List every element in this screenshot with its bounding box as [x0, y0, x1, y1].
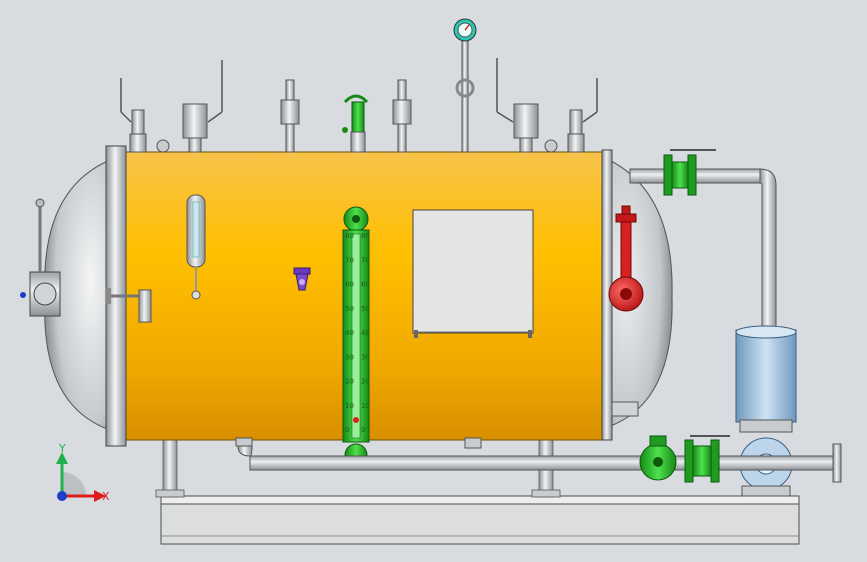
level-gauge-tick-left: 70	[345, 256, 354, 264]
axis-triad: Y X	[56, 442, 110, 503]
level-gauge-tick-left: 10	[345, 402, 354, 410]
purple-drain-valve	[293, 267, 311, 291]
level-gauge-tick-left: 0	[345, 426, 349, 434]
level-gauge-tick-left: 50	[345, 305, 354, 313]
top-nozzles	[120, 18, 598, 153]
level-gauge-tick-right: 10	[361, 402, 370, 410]
top-flange-valve	[663, 149, 716, 196]
level-gauge-tick-right: 20	[361, 378, 370, 386]
level-gauge-tick-left: 30	[345, 353, 354, 361]
bottom-flange-valve	[684, 435, 730, 483]
level-gauge-tick-left: 60	[345, 281, 354, 289]
level-gauge-tick-right: 40	[361, 329, 370, 337]
level-gauge-tick-right: 30	[361, 353, 370, 361]
level-gauge: 0 10 20 30 40 50 60 70 80 0 10 20 30 40 50 60 70 80	[342, 206, 370, 467]
right-support-bracket	[611, 401, 639, 417]
bottom-check-valve	[639, 435, 677, 481]
level-gauge-tick-left: 20	[345, 378, 354, 386]
access-panel	[412, 209, 534, 334]
circulation-pump	[735, 325, 797, 497]
level-gauge-tick-left: 40	[345, 329, 354, 337]
level-gauge-tick-right: 60	[361, 281, 370, 289]
door-lock-mechanism	[20, 198, 61, 317]
axis-y-label: Y	[58, 442, 66, 455]
red-safety-valve	[608, 205, 644, 312]
return-pipe	[629, 149, 777, 341]
axis-x-label: X	[102, 490, 110, 503]
door-handle	[106, 288, 152, 323]
level-gauge-tick-left: 80	[345, 232, 354, 240]
base-skid	[160, 495, 800, 545]
level-gauge-tick-right: 0	[361, 426, 365, 434]
level-gauge-tick-right: 70	[361, 256, 370, 264]
sight-glass	[186, 194, 206, 300]
level-gauge-tick-right: 50	[361, 305, 370, 313]
level-gauge-tick-right: 80	[361, 232, 370, 240]
